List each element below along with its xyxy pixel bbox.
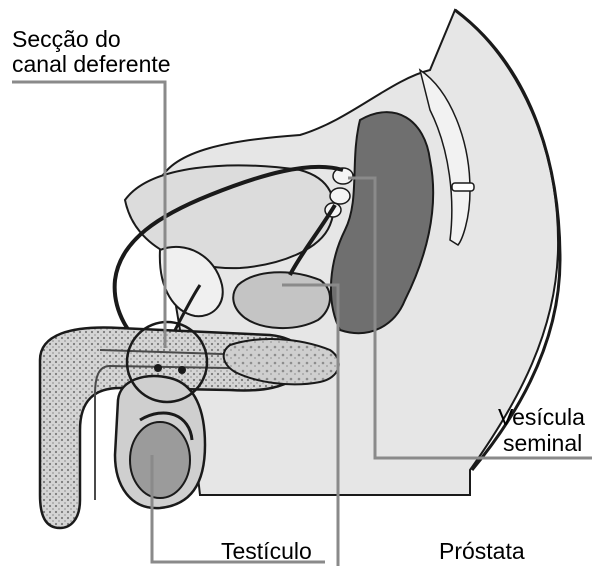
label-vas-deferens-line2: canal deferente: [12, 52, 171, 76]
coccyx-marker: [452, 183, 474, 191]
label-seminal-vesicle-line1: Vesícula: [498, 405, 585, 429]
label-seminal-vesicle-line2: seminal: [503, 431, 582, 455]
cut-point-1: [154, 364, 162, 372]
label-vas-deferens-line1: Secção do: [12, 27, 121, 51]
label-prostate: Próstata: [439, 539, 525, 563]
cut-point-2: [178, 366, 186, 374]
seminal-vesicle-1: [333, 168, 353, 184]
label-testicle: Testículo: [221, 539, 312, 563]
testicle-organ: [130, 422, 190, 498]
seminal-vesicle-2: [330, 188, 350, 204]
prostate-gland: [233, 272, 330, 328]
